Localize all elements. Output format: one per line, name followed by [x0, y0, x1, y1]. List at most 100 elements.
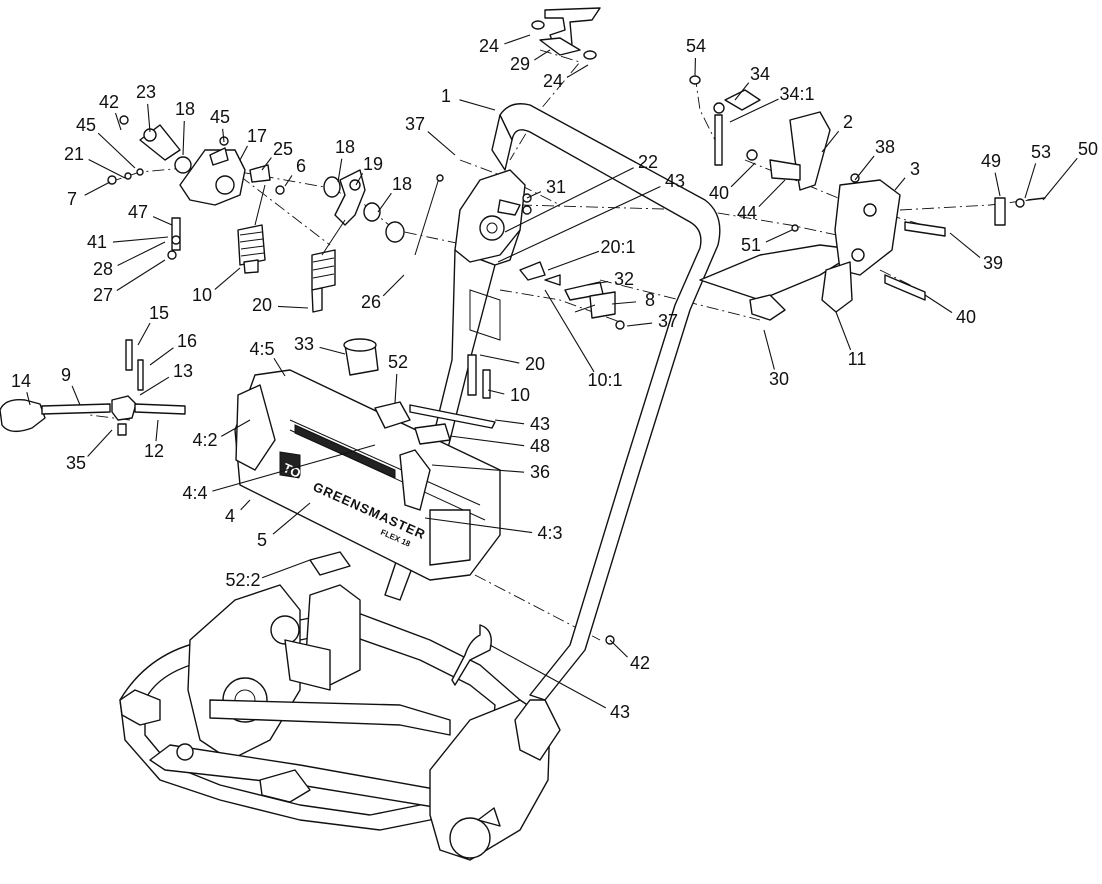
- leader-line: [730, 162, 756, 188]
- leader-line: [377, 192, 392, 213]
- leader-line: [272, 502, 311, 535]
- left-lever-assembly: [107, 115, 285, 274]
- leader-line: [26, 392, 31, 406]
- part-label-43: 43: [665, 171, 685, 191]
- leader-line: [284, 175, 293, 187]
- part-label-35: 35: [66, 453, 86, 473]
- leader-line: [547, 250, 600, 271]
- leader-line: [240, 499, 251, 511]
- leader-line: [949, 232, 981, 258]
- part-label-23: 23: [136, 82, 156, 102]
- leader-line: [765, 229, 793, 243]
- part-label-4-5: 4:5: [249, 339, 274, 359]
- leader-lines: [26, 34, 1078, 709]
- part-label-40: 40: [956, 307, 976, 327]
- part-label-12: 12: [144, 441, 164, 461]
- shift-knob-assembly: [0, 339, 186, 436]
- part-label-29: 29: [510, 54, 530, 74]
- part-label-43: 43: [610, 702, 630, 722]
- leader-line: [182, 120, 185, 156]
- part-label-16: 16: [177, 331, 197, 351]
- leader-line: [534, 49, 551, 61]
- part-label-8: 8: [645, 290, 655, 310]
- part-label-31: 31: [546, 177, 566, 197]
- leader-line: [544, 289, 595, 373]
- leader-line: [261, 559, 311, 579]
- leader-line: [155, 419, 159, 442]
- part-label-45: 45: [76, 115, 96, 135]
- leader-line: [835, 311, 852, 351]
- leader-line: [729, 98, 779, 123]
- leader-line: [149, 347, 174, 366]
- leader-line: [139, 376, 170, 396]
- part-label-34-1: 34:1: [779, 84, 814, 104]
- part-label-5: 5: [257, 530, 267, 550]
- leader-line: [567, 64, 589, 78]
- part-label-36: 36: [530, 462, 550, 482]
- top-link-bracket: [531, 7, 601, 60]
- leader-line: [87, 429, 113, 457]
- part-label-24: 24: [479, 36, 499, 56]
- leader-line: [273, 357, 286, 377]
- part-label-1: 1: [441, 86, 451, 106]
- control-console: TORO GREENSMASTER FLEX 18: [234, 338, 615, 645]
- leader-line: [479, 354, 520, 364]
- part-label-45: 45: [210, 107, 230, 127]
- part-label-18: 18: [335, 137, 355, 157]
- part-label-25: 25: [273, 139, 293, 159]
- leader-line: [526, 191, 542, 199]
- leader-line: [1042, 157, 1078, 201]
- part-label-41: 41: [87, 232, 107, 252]
- leader-line: [854, 155, 875, 181]
- leader-line: [994, 172, 1001, 197]
- leader-line: [763, 329, 775, 370]
- leader-line: [137, 322, 151, 346]
- part-label-19: 19: [363, 154, 383, 174]
- part-label-18: 18: [392, 174, 412, 194]
- link-parts: [467, 261, 625, 399]
- leader-line: [504, 167, 634, 233]
- part-label-22: 22: [638, 152, 658, 172]
- leader-line: [459, 99, 496, 111]
- leader-line: [924, 294, 953, 314]
- part-label-3: 3: [910, 159, 920, 179]
- leader-line: [117, 241, 166, 266]
- part-label-10: 10: [192, 285, 212, 305]
- leader-line: [147, 103, 151, 133]
- part-label-4-4: 4:4: [182, 483, 207, 503]
- leader-line: [1024, 163, 1037, 199]
- leader-line: [337, 158, 343, 183]
- part-label-27: 27: [93, 285, 113, 305]
- leader-line: [626, 322, 653, 327]
- part-label-52: 52: [388, 352, 408, 372]
- part-label-4-2: 4:2: [192, 430, 217, 450]
- leader-line: [319, 346, 346, 355]
- carrier-frame: [119, 584, 551, 861]
- leader-line: [214, 267, 241, 290]
- part-label-42: 42: [630, 653, 650, 673]
- part-label-40: 40: [709, 183, 729, 203]
- part-label-50: 50: [1078, 139, 1098, 159]
- leader-line: [431, 464, 525, 473]
- part-label-10-1: 10:1: [587, 370, 622, 390]
- part-label-14: 14: [11, 371, 31, 391]
- part-label-34: 34: [750, 64, 770, 84]
- part-label-51: 51: [741, 235, 761, 255]
- leader-line: [894, 177, 906, 191]
- leader-line: [504, 34, 531, 45]
- part-label-9: 9: [61, 365, 71, 385]
- part-label-37: 37: [405, 114, 425, 134]
- leader-line: [221, 419, 251, 437]
- part-label-17: 17: [247, 126, 267, 146]
- leader-line: [277, 305, 309, 309]
- leader-line: [497, 186, 661, 263]
- part-label-2: 2: [843, 112, 853, 132]
- part-label-38: 38: [875, 137, 895, 157]
- part-label-26: 26: [361, 292, 381, 312]
- leader-line: [609, 639, 628, 658]
- part-label-24: 24: [543, 71, 563, 91]
- upper-bracket: [454, 169, 532, 263]
- leader-line: [382, 274, 405, 297]
- leader-line: [88, 159, 126, 179]
